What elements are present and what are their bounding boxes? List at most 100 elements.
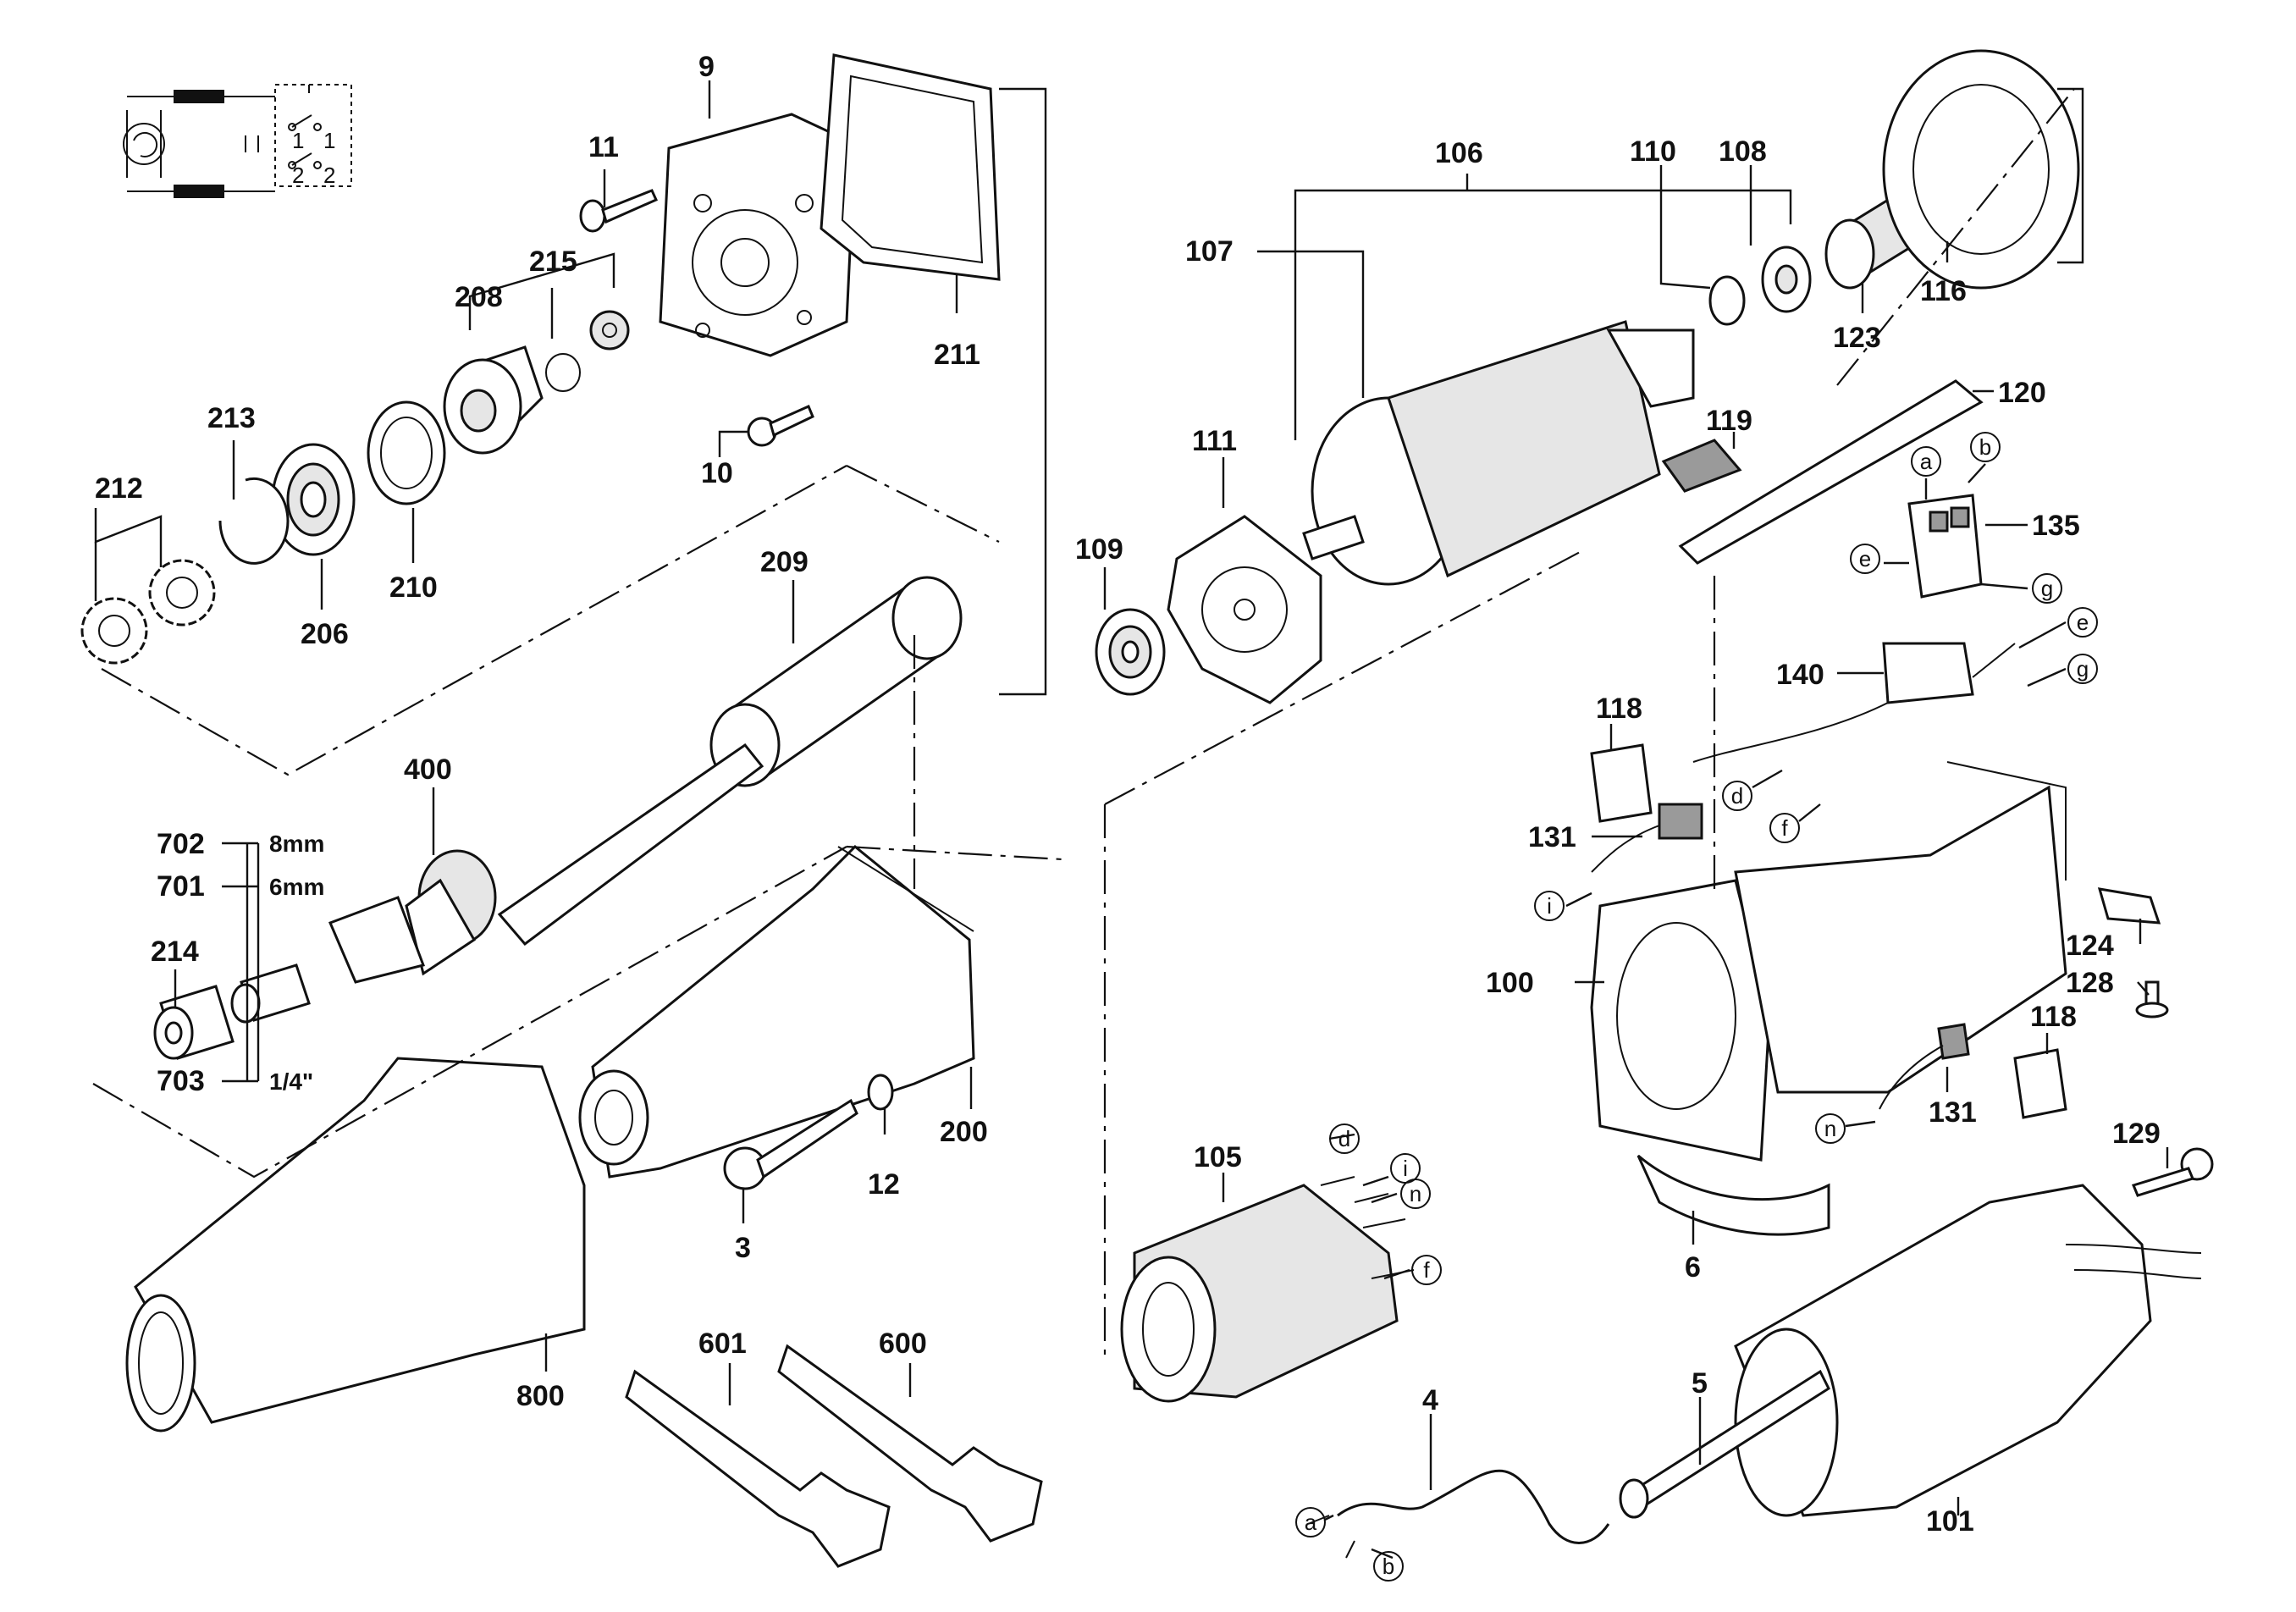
part-118-brush-holder-lower (2013, 1048, 2067, 1119)
part-111-baffle-plate (1167, 515, 1322, 704)
part-5-cable-sleeve (1619, 1369, 1830, 1519)
label-101: 101 (1926, 1505, 1974, 1537)
svg-text:f: f (1781, 815, 1788, 841)
part-601-wrench (625, 1369, 891, 1568)
label-200: 200 (940, 1116, 988, 1148)
svg-text:i: i (1403, 1156, 1408, 1181)
part-701-702-collets (230, 963, 311, 1024)
label-108: 108 (1719, 135, 1767, 168)
wire-connection-markers: a b e g e g d f i n d i n f a b (1295, 432, 2098, 1582)
svg-text:b: b (1979, 434, 1991, 460)
part-124-cable-clip (2097, 887, 2161, 925)
svg-text:d: d (1338, 1126, 1350, 1151)
label-8mm: 8mm (269, 831, 324, 857)
label-703: 703 (157, 1065, 205, 1097)
wire-marker-e-suppressor: e (2067, 607, 2098, 638)
label-211: 211 (934, 339, 980, 371)
part-206-ball-bearing (271, 443, 356, 556)
part-118-brush-holder-upper (1590, 743, 1653, 823)
svg-text:1: 1 (323, 128, 335, 153)
label-100: 100 (1486, 967, 1534, 999)
wire-marker-g-suppressor: g (2067, 654, 2098, 684)
label-212: 212 (95, 472, 143, 505)
part-101-rear-housing (1734, 1184, 2202, 1517)
label-111: 111 (1192, 425, 1237, 457)
part-109-bearing (1095, 608, 1166, 696)
axis-guidelines-right (1103, 88, 2075, 1355)
part-6-insulation-sheet (1636, 1154, 1830, 1236)
label-12: 12 (868, 1168, 900, 1201)
label-120: 120 (1998, 377, 2046, 409)
label-11: 11 (588, 131, 619, 163)
axis-guidelines-left (92, 465, 1063, 1179)
label-6mm: 6mm (269, 874, 324, 900)
part-108-bearing (1761, 246, 1812, 313)
label-129: 129 (2112, 1118, 2161, 1150)
wire-marker-d-field: d (1329, 1123, 1360, 1154)
part-200-spindle-housing (578, 844, 975, 1179)
label-400: 400 (404, 754, 452, 786)
label-107: 107 (1185, 235, 1234, 268)
part-116-retaining-ring (1882, 49, 2080, 290)
part-11-screw (579, 189, 658, 233)
part-209-sleeve (709, 576, 963, 787)
label-4: 4 (1422, 1384, 1438, 1416)
part-128-screw (2135, 980, 2169, 1019)
svg-text:i: i (1547, 893, 1552, 919)
part-600-wrench (777, 1344, 1043, 1543)
svg-text:f: f (1423, 1257, 1430, 1283)
wire-marker-a-cable: a (1295, 1507, 1326, 1537)
label-118-upper: 118 (1596, 693, 1642, 725)
bracket-lines (999, 87, 2084, 696)
wire-marker-n-brush: n (1815, 1113, 1846, 1144)
leader-lines (94, 80, 2169, 1560)
label-118-lower: 118 (2030, 1001, 2077, 1033)
svg-text:b: b (1383, 1554, 1394, 1579)
part-120-switch-rod (1678, 379, 1984, 565)
wire-marker-g-switch: g (2032, 573, 2062, 604)
label-131-upper: 131 (1528, 821, 1576, 853)
label-214: 214 (151, 936, 199, 968)
label-128: 128 (2066, 967, 2114, 999)
part-210-seal (367, 400, 446, 505)
svg-text:2: 2 (323, 163, 335, 188)
part-105-field-winding (1120, 1176, 1415, 1403)
part-100-motor-housing (1590, 761, 2067, 1162)
svg-text:a: a (1920, 449, 1933, 474)
part-212-lock-washers (80, 559, 216, 665)
label-10: 10 (701, 457, 733, 489)
svg-text:d: d (1731, 783, 1743, 809)
wire-marker-i-field: i (1390, 1153, 1421, 1184)
label-800: 800 (516, 1380, 565, 1412)
part-119-switch-button (1661, 439, 1742, 493)
svg-text:n: n (1410, 1181, 1421, 1206)
svg-text:e: e (1859, 546, 1871, 571)
label-600: 600 (879, 1328, 927, 1360)
label-119: 119 (1706, 405, 1752, 437)
part-o-ring (545, 353, 581, 392)
label-9: 9 (698, 51, 715, 83)
wire-marker-b-cable: b (1373, 1551, 1404, 1582)
part-3-screw (723, 1098, 858, 1190)
label-105: 105 (1194, 1141, 1242, 1173)
label-213: 213 (207, 402, 256, 434)
part-4-power-cable (1307, 1469, 1610, 1559)
label-206: 206 (301, 618, 349, 650)
svg-text:e: e (2077, 610, 2089, 635)
part-129-screw (2131, 1147, 2214, 1197)
label-601: 601 (698, 1328, 747, 1360)
label-110: 110 (1630, 135, 1676, 168)
label-124: 124 (2066, 930, 2114, 962)
label-5: 5 (1692, 1367, 1708, 1399)
part-135-switch (1907, 494, 1983, 599)
label-701: 701 (157, 870, 205, 903)
label-702: 702 (157, 828, 205, 860)
part-10-screw (747, 405, 814, 447)
label-215: 215 (529, 246, 577, 278)
svg-text:n: n (1824, 1116, 1836, 1141)
label-123: 123 (1833, 322, 1881, 354)
label-116: 116 (1920, 275, 1967, 307)
wire-marker-a-switch: a (1911, 446, 1941, 477)
